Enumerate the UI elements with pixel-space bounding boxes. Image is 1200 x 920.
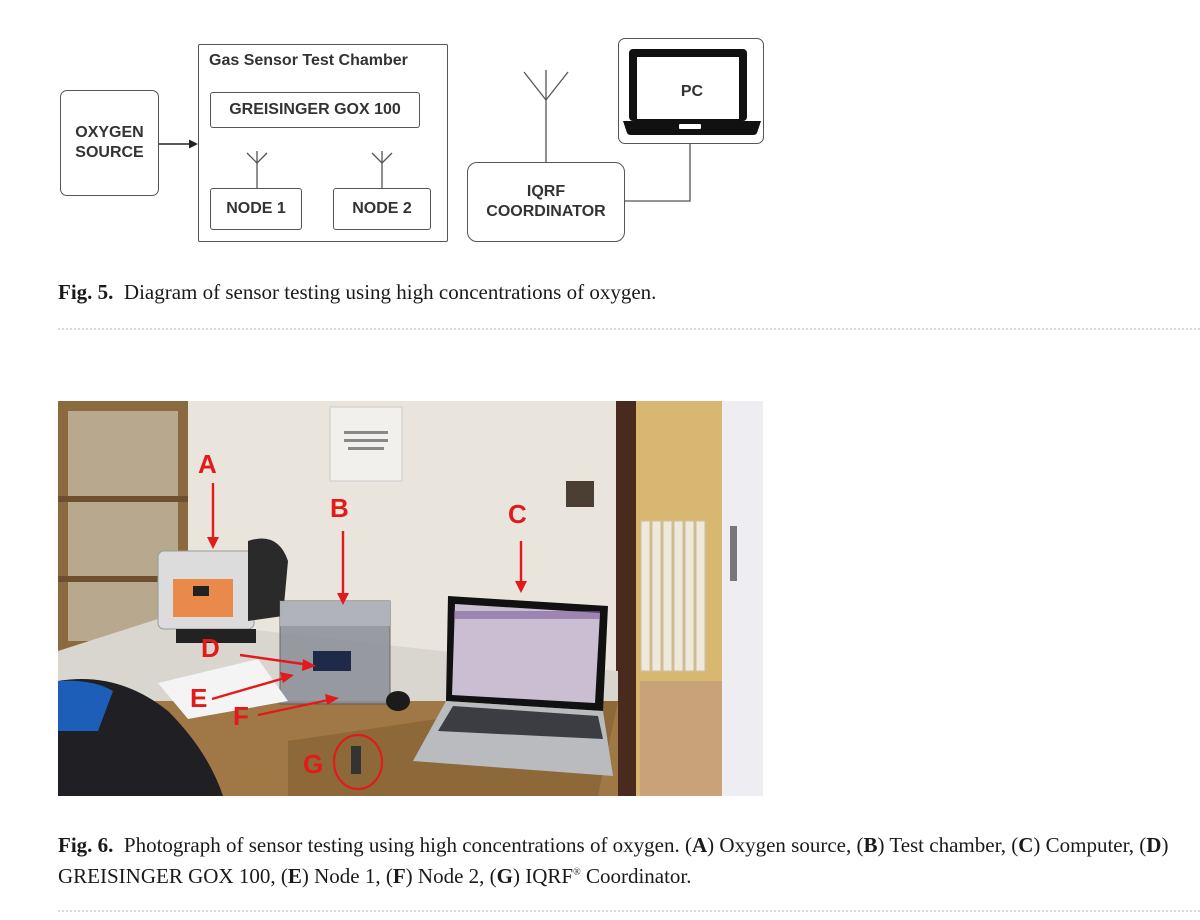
caption-segment: ) Node 2, ( <box>405 864 497 888</box>
coordinator-antenna-icon <box>523 70 569 162</box>
figure-5-label: Fig. 5. <box>58 280 114 304</box>
caption-ref-letter: G <box>496 864 513 888</box>
figure-6-photo: A B C D E F G <box>58 401 763 796</box>
oxygen-source-box: OXYGEN SOURCE <box>60 90 159 196</box>
coordinator-pc-link <box>624 144 691 202</box>
photo-label-d: D <box>201 633 220 663</box>
caption-ref-letter: C <box>1018 833 1034 857</box>
node-2-box: NODE 2 <box>333 188 431 230</box>
test-chamber-box: Gas Sensor Test Chamber <box>198 44 448 242</box>
registered-mark: ® <box>573 867 581 878</box>
figure-6-label: Fig. 6. <box>58 833 114 857</box>
iqrf-coordinator-box: IQRF COORDINATOR <box>467 162 625 242</box>
figure-5-caption: Fig. 5. Diagram of sensor testing using … <box>58 279 656 306</box>
caption-segment: ) IQRF <box>512 864 574 888</box>
caption-ref-letter: B <box>863 833 878 857</box>
figure-6-caption: Fig. 6. Photograph of sensor testing usi… <box>58 832 1188 890</box>
arrow-to-chamber <box>159 139 198 149</box>
photo-label-e: E <box>190 683 208 713</box>
caption-ref-letter: D <box>1146 833 1162 857</box>
caption-ref-letter: A <box>692 833 708 857</box>
pc-box: PC <box>618 38 764 144</box>
chamber-title: Gas Sensor Test Chamber <box>209 52 408 69</box>
photo-label-c: C <box>508 499 527 529</box>
caption-segment: ) Oxygen source, ( <box>707 833 864 857</box>
node-2-antenna-icon <box>371 151 393 188</box>
gox-100-box: GREISINGER GOX 100 <box>210 92 420 128</box>
photo-label-b: B <box>330 493 349 523</box>
photo-label-f: F <box>233 701 249 731</box>
caption-segment: ) GREISINGER GOX 100, ( <box>58 833 1169 888</box>
photo-scene <box>58 401 763 796</box>
figure-5-caption-text: Diagram of sensor testing using high con… <box>123 280 657 304</box>
node-1-box: NODE 1 <box>210 188 302 230</box>
figure-6-caption-text: Photograph of sensor testing using high … <box>58 833 1168 888</box>
pc-label: PC <box>680 83 704 100</box>
coordinator-highlight-circle <box>332 733 384 791</box>
photo-label-g: G <box>303 749 324 779</box>
caption-segment: ) Node 1, ( <box>301 864 393 888</box>
caption-ref-letter: E <box>287 864 302 888</box>
caption-segment: ) Test chamber, ( <box>877 833 1019 857</box>
caption-segment: Photograph of sensor testing using high … <box>123 833 692 857</box>
caption-segment: ) Computer, ( <box>1033 833 1147 857</box>
divider <box>58 328 1200 330</box>
node-1-antenna-icon <box>246 151 268 188</box>
photo-label-a: A <box>198 449 217 479</box>
antenna-icons <box>246 70 691 202</box>
divider <box>58 910 1200 912</box>
caption-ref-letter: F <box>392 864 406 888</box>
caption-segment: Coordinator. <box>580 864 692 888</box>
laptop-icon <box>623 49 761 135</box>
